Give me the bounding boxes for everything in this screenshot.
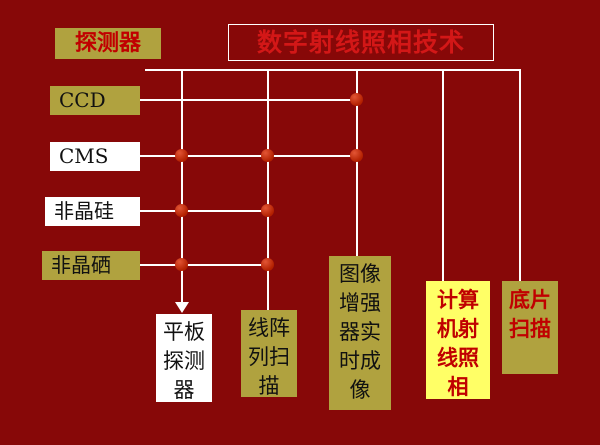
technology-box-linear-array-scan: 线阵列扫描	[241, 310, 297, 398]
arrow-down-icon	[175, 302, 189, 313]
drop-line-computed-radiography	[442, 69, 444, 281]
row-line-amorphous-se	[140, 264, 270, 266]
technology-box-flat-panel-detector: 平板探测器	[156, 314, 212, 402]
connection-dot	[261, 204, 274, 217]
connection-dot	[350, 149, 363, 162]
connection-dot	[261, 258, 274, 271]
detector-box-amorphous-selenium: 非晶硒	[42, 251, 140, 280]
top-bus-line	[145, 69, 521, 71]
detector-box-amorphous-silicon: 非晶硅	[45, 197, 140, 226]
drop-line-linear-array	[267, 69, 269, 310]
row-line-amorphous-si	[140, 210, 270, 212]
connection-dot	[350, 93, 363, 106]
technology-box-film-scan: 底片扫描	[502, 281, 558, 374]
drop-line-flat-panel	[181, 69, 183, 302]
row-line-cms	[140, 155, 358, 157]
connection-dot	[261, 149, 274, 162]
row-line-ccd	[140, 99, 358, 101]
connection-dot	[175, 149, 188, 162]
connection-dot	[175, 258, 188, 271]
technology-box-image-intensifier-realtime: 图像增强器实时成像	[329, 256, 391, 410]
slide-title: 数字射线照相技术	[228, 24, 494, 61]
drop-line-image-intensifier	[356, 69, 358, 256]
technology-box-computed-radiography: 计算机射线照相	[426, 281, 490, 399]
detector-header-label: 探测器	[55, 28, 161, 59]
connection-dot	[175, 204, 188, 217]
drop-line-film-scan	[519, 69, 521, 281]
detector-box-ccd: CCD	[50, 86, 140, 115]
detector-box-cms: CMS	[50, 142, 140, 171]
